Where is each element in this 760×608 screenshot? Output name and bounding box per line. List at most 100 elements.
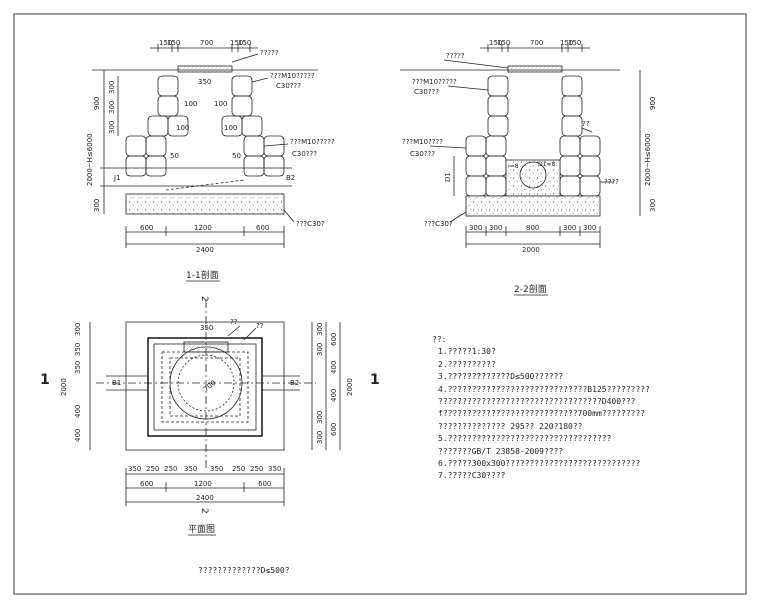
s2-dim-150b: 150 [497, 39, 510, 47]
plan-bot-250d: 250 [250, 465, 263, 473]
s2-side-note: ???? [604, 178, 619, 186]
sheet-border [13, 13, 747, 595]
plan-left-300: 300 [74, 323, 82, 336]
s1-pipe-right: B2 [286, 174, 295, 182]
plan-right-300c: 300 [316, 411, 324, 424]
s1-mortar-label: ???M10????? [270, 72, 315, 80]
plan-cut-2-bottom: 2 [199, 508, 209, 514]
cover-plate [177, 65, 233, 73]
plan-left-350b: 350 [74, 361, 82, 374]
s2-pipe-mortar: ???M10???? [402, 138, 443, 146]
s2-dim-300-bottom: 300 [649, 199, 657, 212]
s2-dim-700: 700 [530, 39, 543, 47]
plan-step: ?? [230, 318, 238, 326]
plan-diameter: 700 [202, 379, 217, 394]
drawing-caption: ?????????????D≤500? [198, 566, 290, 575]
plan-left-350a: 350 [74, 343, 82, 356]
s2-step-label: ?? [582, 120, 590, 128]
plan-right-total: 2000 [346, 378, 354, 396]
plan-right-300a: 300 [316, 323, 324, 336]
section-2-2-title: 2-2剖面 [514, 283, 547, 295]
s1-pipe-c30: C30??? [292, 150, 317, 158]
note-item: ???????GB/T 23858-2009???? [438, 446, 564, 456]
s2-dim-300d: 300 [583, 224, 596, 232]
plan-outer-base [125, 321, 285, 451]
notes-heading: ??: [432, 335, 447, 344]
plan-bot-350b: 350 [184, 465, 197, 473]
s1-dim-900: 900 [93, 97, 101, 110]
brick-wall-left-2 [465, 75, 509, 197]
s2-slope-left: i=8 [508, 163, 519, 170]
section-2-2 [400, 44, 641, 248]
s1-dim-150a: 150 [159, 39, 172, 47]
s2-dim-150a: 150 [489, 39, 502, 47]
s1-cover-label: ????? [260, 49, 279, 57]
s2-dim-300b: 300 [489, 224, 502, 232]
plan-bot-250b: 250 [164, 465, 177, 473]
section-2-2-labels: 150 150 700 150 150 ????? ???M10????? C3… [402, 39, 657, 295]
s2-dim-150c: 150 [560, 39, 573, 47]
s1-350-label: 350 [198, 78, 211, 86]
plan-350: 350 [200, 324, 213, 332]
s1-dim-total: 2000~H≤6000 [86, 133, 94, 186]
s1-50-b: 50 [232, 152, 241, 160]
plan-left-400b: 400 [74, 429, 82, 442]
s1-100-b: 100 [214, 100, 227, 108]
s1-dim-150d: 150 [238, 39, 251, 47]
plan-cut-2-top: 2 [199, 296, 209, 302]
brick-wall-right-2 [559, 75, 601, 197]
note-item: 5.?????????????????????????????????? [438, 434, 612, 444]
s1-dim-1200: 1200 [194, 224, 212, 232]
plan-bot-600b: 600 [258, 480, 271, 488]
s1-height-300b: 300 [108, 101, 116, 114]
s2-dim-900: 900 [649, 97, 657, 110]
s1-height-300a: 300 [108, 81, 116, 94]
plan-bot-600a: 600 [140, 480, 153, 488]
design-notes: ??: 1.?????1:30? 2.?????????? 3.????????… [432, 334, 732, 483]
s1-height-300c: 300 [108, 121, 116, 134]
brick-wall-left [125, 75, 189, 177]
plan-right-300b: 300 [316, 343, 324, 356]
note-item: 2.?????????? [438, 359, 496, 369]
plan-cut-1-right: 1 [370, 372, 380, 388]
plan-bot-250a: 250 [146, 465, 159, 473]
plan-right-400b: 400 [330, 389, 338, 402]
plan-right-600a: 600 [330, 333, 338, 346]
s1-dim-2400: 2400 [196, 246, 214, 254]
s2-slope-right: D1=8 [538, 161, 555, 168]
section-1-1-title: 1-1剖面 [186, 269, 219, 281]
s1-100-c: 100 [176, 124, 189, 132]
note-item: 6.?????300x300??????????????????????????… [438, 459, 641, 469]
section-1-1-labels: 150 150 700 150 150 ????? ???M10????? C3… [86, 39, 335, 281]
plan-bot-350a: 350 [128, 465, 141, 473]
s2-dim-300a: 300 [469, 224, 482, 232]
s2-dim-150d: 150 [568, 39, 581, 47]
s2-c30-label: C30??? [414, 88, 439, 96]
plan-right-300d: 300 [316, 431, 324, 444]
note-item: 3.?????????????D≤500?????? [438, 372, 564, 382]
s2-base-label: ???C30? [424, 220, 453, 228]
plan-pipe-left: B1 [112, 379, 121, 387]
s1-dim-150b: 150 [167, 39, 180, 47]
s1-base-label: ???C30? [296, 220, 325, 228]
concrete-base [125, 193, 285, 215]
concrete-base-2 [465, 195, 601, 217]
plan-view [89, 300, 341, 506]
note-item: 1.?????1:30? [438, 347, 496, 357]
s1-50-a: 50 [170, 152, 179, 160]
s2-dim-800: 800 [526, 224, 539, 232]
plan-title: 平面图 [188, 524, 215, 535]
plan-bot-350c: 350 [210, 465, 223, 473]
s1-dim-600a: 600 [140, 224, 153, 232]
plan-right-400a: 400 [330, 361, 338, 374]
plan-bot-1200: 1200 [194, 480, 212, 488]
s1-dim-300-bottom: 300 [93, 199, 101, 212]
plan-bot-250c: 250 [232, 465, 245, 473]
plan-step2: ?? [256, 322, 264, 330]
plan-labels: 350 ?? ?? B1 B2 700 1 1 2 2 300 350 350 … [40, 296, 380, 535]
s1-pipe-mortar: ???M10????? [290, 138, 335, 146]
note-item: ?????????????? 295?? 220?180?? [438, 421, 583, 431]
s1-100-d: 100 [224, 124, 237, 132]
plan-left-total: 2000 [60, 378, 68, 396]
cover-plate-2 [507, 65, 563, 73]
